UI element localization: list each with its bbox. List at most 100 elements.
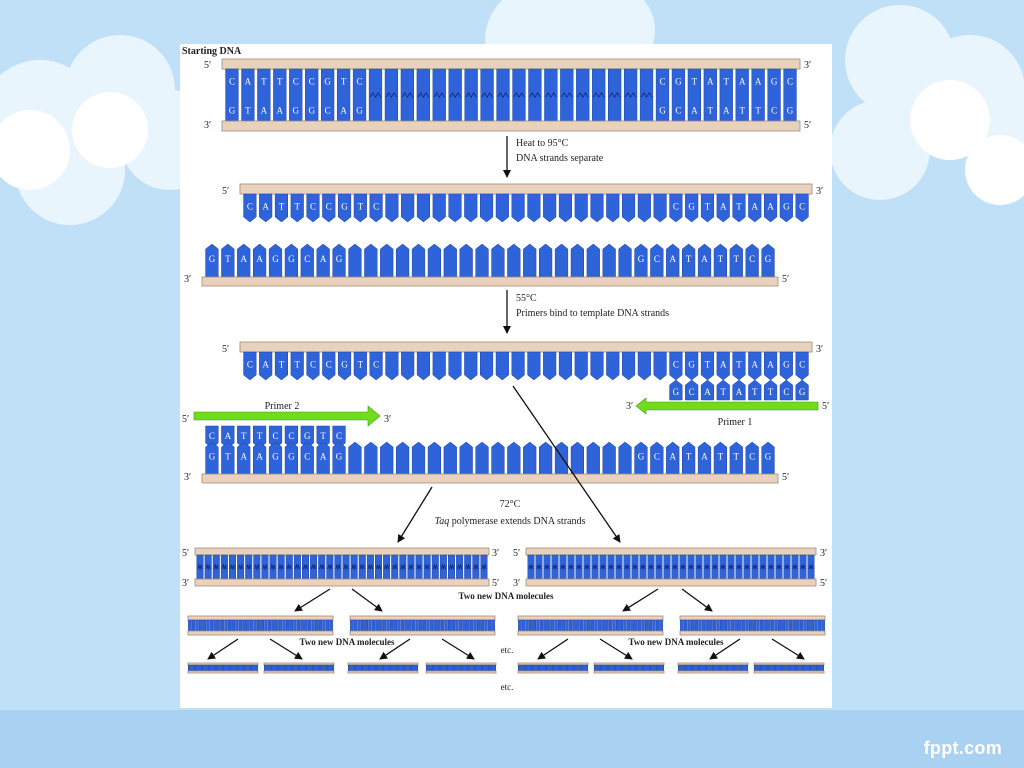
starting-duplex-bond [497, 92, 509, 98]
sep-top-strand-base [385, 193, 399, 223]
primer1-letter: A [736, 387, 743, 397]
annealed-top-strand-base [322, 351, 336, 381]
gen3-molecule-1-bar [206, 664, 210, 672]
gen3-molecule-6-bar [640, 664, 644, 672]
annealed-top-strand-base [700, 351, 715, 381]
gen3-molecule-6-bar [605, 664, 609, 672]
gen3-molecule-1-bar [227, 664, 231, 672]
annealed-bottom-strand-base [586, 441, 600, 475]
annealed-bottom-strand-base [348, 441, 362, 475]
molecule-b-bottom-backbone [525, 578, 817, 587]
gen2-molecule-4-bar [738, 619, 742, 632]
molecule-a-3prime-top: 3′ [492, 548, 499, 559]
molecule-a-bar [431, 554, 439, 580]
gen2-molecule-2-bar [400, 619, 405, 632]
gen3-molecule-7-bar [738, 664, 742, 672]
molecule-a-bar [439, 554, 447, 580]
gen2-molecule-3-bar [554, 619, 558, 632]
starting-3prime-bottom: 3′ [204, 120, 211, 131]
sep-bottom-strand-letter: T [225, 254, 231, 264]
gen3-molecule-4-bar [449, 664, 452, 672]
sep-bottom-strand-base [443, 243, 457, 278]
starting-duplex-top-letter: T [724, 77, 730, 87]
annealed-bottom-strand-letter: A [320, 452, 327, 462]
gen2-molecule-2-bar [473, 619, 477, 632]
starting-duplex-bottom-letter: A [723, 106, 730, 116]
molecule-b-bond [648, 564, 654, 570]
gen3-molecule-1-bar [213, 664, 217, 672]
sep-bottom-strand-letter: A [240, 254, 247, 264]
molecule-a-bond [351, 563, 357, 571]
gen3-molecule-4-bar [493, 664, 497, 672]
molecule-b-bond [744, 564, 750, 570]
sep-bottom-strand-base [459, 243, 473, 278]
molecule-b-bond [560, 564, 566, 570]
gen3-molecule-8-bar [812, 664, 815, 672]
sep-top-strand-letter: A [262, 201, 269, 211]
starting-duplex-top-letter: A [245, 77, 252, 87]
gen2-arrow-4 [681, 588, 713, 612]
gen2-molecule-3-bar [605, 619, 609, 632]
annealed-bottom-strand-letter: G [272, 452, 279, 462]
gen3-molecule-4-bar [488, 664, 492, 672]
gen3-molecule-7-bar [712, 664, 716, 672]
sep-top-strand-letter: T [736, 201, 742, 211]
annealed-bottom-strand-letter: G [209, 452, 216, 462]
starting-3prime-top: 3′ [804, 60, 811, 71]
primer1-base [763, 379, 778, 401]
molecule-b-bar [575, 554, 583, 580]
gen3-molecule-3-bar [375, 664, 379, 672]
starting-duplex-bottom-letter: C [325, 106, 331, 116]
gen3-molecule-8-bar [756, 664, 759, 672]
sep-top-strand-base [779, 193, 793, 223]
sep-top-strand-base [306, 193, 320, 223]
starting-duplex-bottom-letter: A [691, 106, 698, 116]
sep-top-strand-base [700, 193, 715, 223]
gen3-molecule-2-bar [298, 664, 302, 672]
molecule-a-5prime-top: 5′ [182, 548, 189, 559]
molecule-b-bar [671, 554, 679, 580]
molecule-a-bar [366, 554, 374, 580]
gen3-molecule-6-bar [624, 664, 627, 672]
molecule-a-bond [270, 563, 276, 571]
starting-duplex-top-letter: G [675, 77, 682, 87]
annealed-top-strand-base [685, 351, 699, 381]
sep-top-strand-letter: A [767, 201, 774, 211]
gen3-molecule-8-bar [793, 664, 797, 672]
starting-duplex-bond [433, 92, 445, 98]
starting-duplex-top-letter: C [229, 77, 235, 87]
molecule-b-3prime-bottom: 3′ [513, 578, 520, 589]
molecule-b-bond [576, 564, 582, 570]
gen2-molecule-4-bar [814, 619, 818, 632]
footer-band [0, 710, 1024, 768]
sep-top-strand-base [322, 193, 336, 223]
gen2-molecule-1-bar [227, 619, 232, 632]
annealed-top-strand-base [369, 351, 383, 381]
gen3-molecule-2-bar [319, 664, 323, 672]
molecule-a-bar [269, 554, 277, 580]
molecule-a-bar [391, 554, 399, 580]
annealed-bottom-strand-letter: T [734, 452, 740, 462]
gen3-molecule-8-bar [784, 664, 787, 672]
gen2-molecule-4-bar [705, 619, 709, 632]
gen3-molecule-6-top-backbone [593, 662, 665, 666]
molecule-a-bond [416, 563, 422, 571]
molecule-b-bond [752, 564, 758, 570]
gen3-molecule-1-bar [201, 664, 205, 672]
gen2-molecule-1-bar [311, 619, 315, 632]
gen3-molecule-5-bottom-backbone [517, 670, 589, 674]
gen3-molecule-4-bar [467, 664, 471, 672]
molecule-b-bar [775, 554, 783, 580]
annealed-top-strand-base [495, 351, 509, 381]
molecule-a-bar [456, 554, 464, 580]
gen2-molecule-2-bar [350, 619, 354, 632]
gen3-molecule-3-bar [373, 664, 377, 672]
gen2-molecule-3-bar [594, 619, 598, 632]
gen3-molecule-8-bar [821, 664, 825, 672]
gen2-molecule-4-bar [745, 619, 749, 632]
gen3-molecule-4-bar [481, 664, 485, 672]
gen3-molecule-6-bottom-backbone [593, 670, 665, 674]
gen3-molecule-2-bar [305, 664, 309, 672]
gen2-molecule-3-bar [626, 619, 631, 632]
gen2-molecule-1-bar [293, 619, 297, 632]
